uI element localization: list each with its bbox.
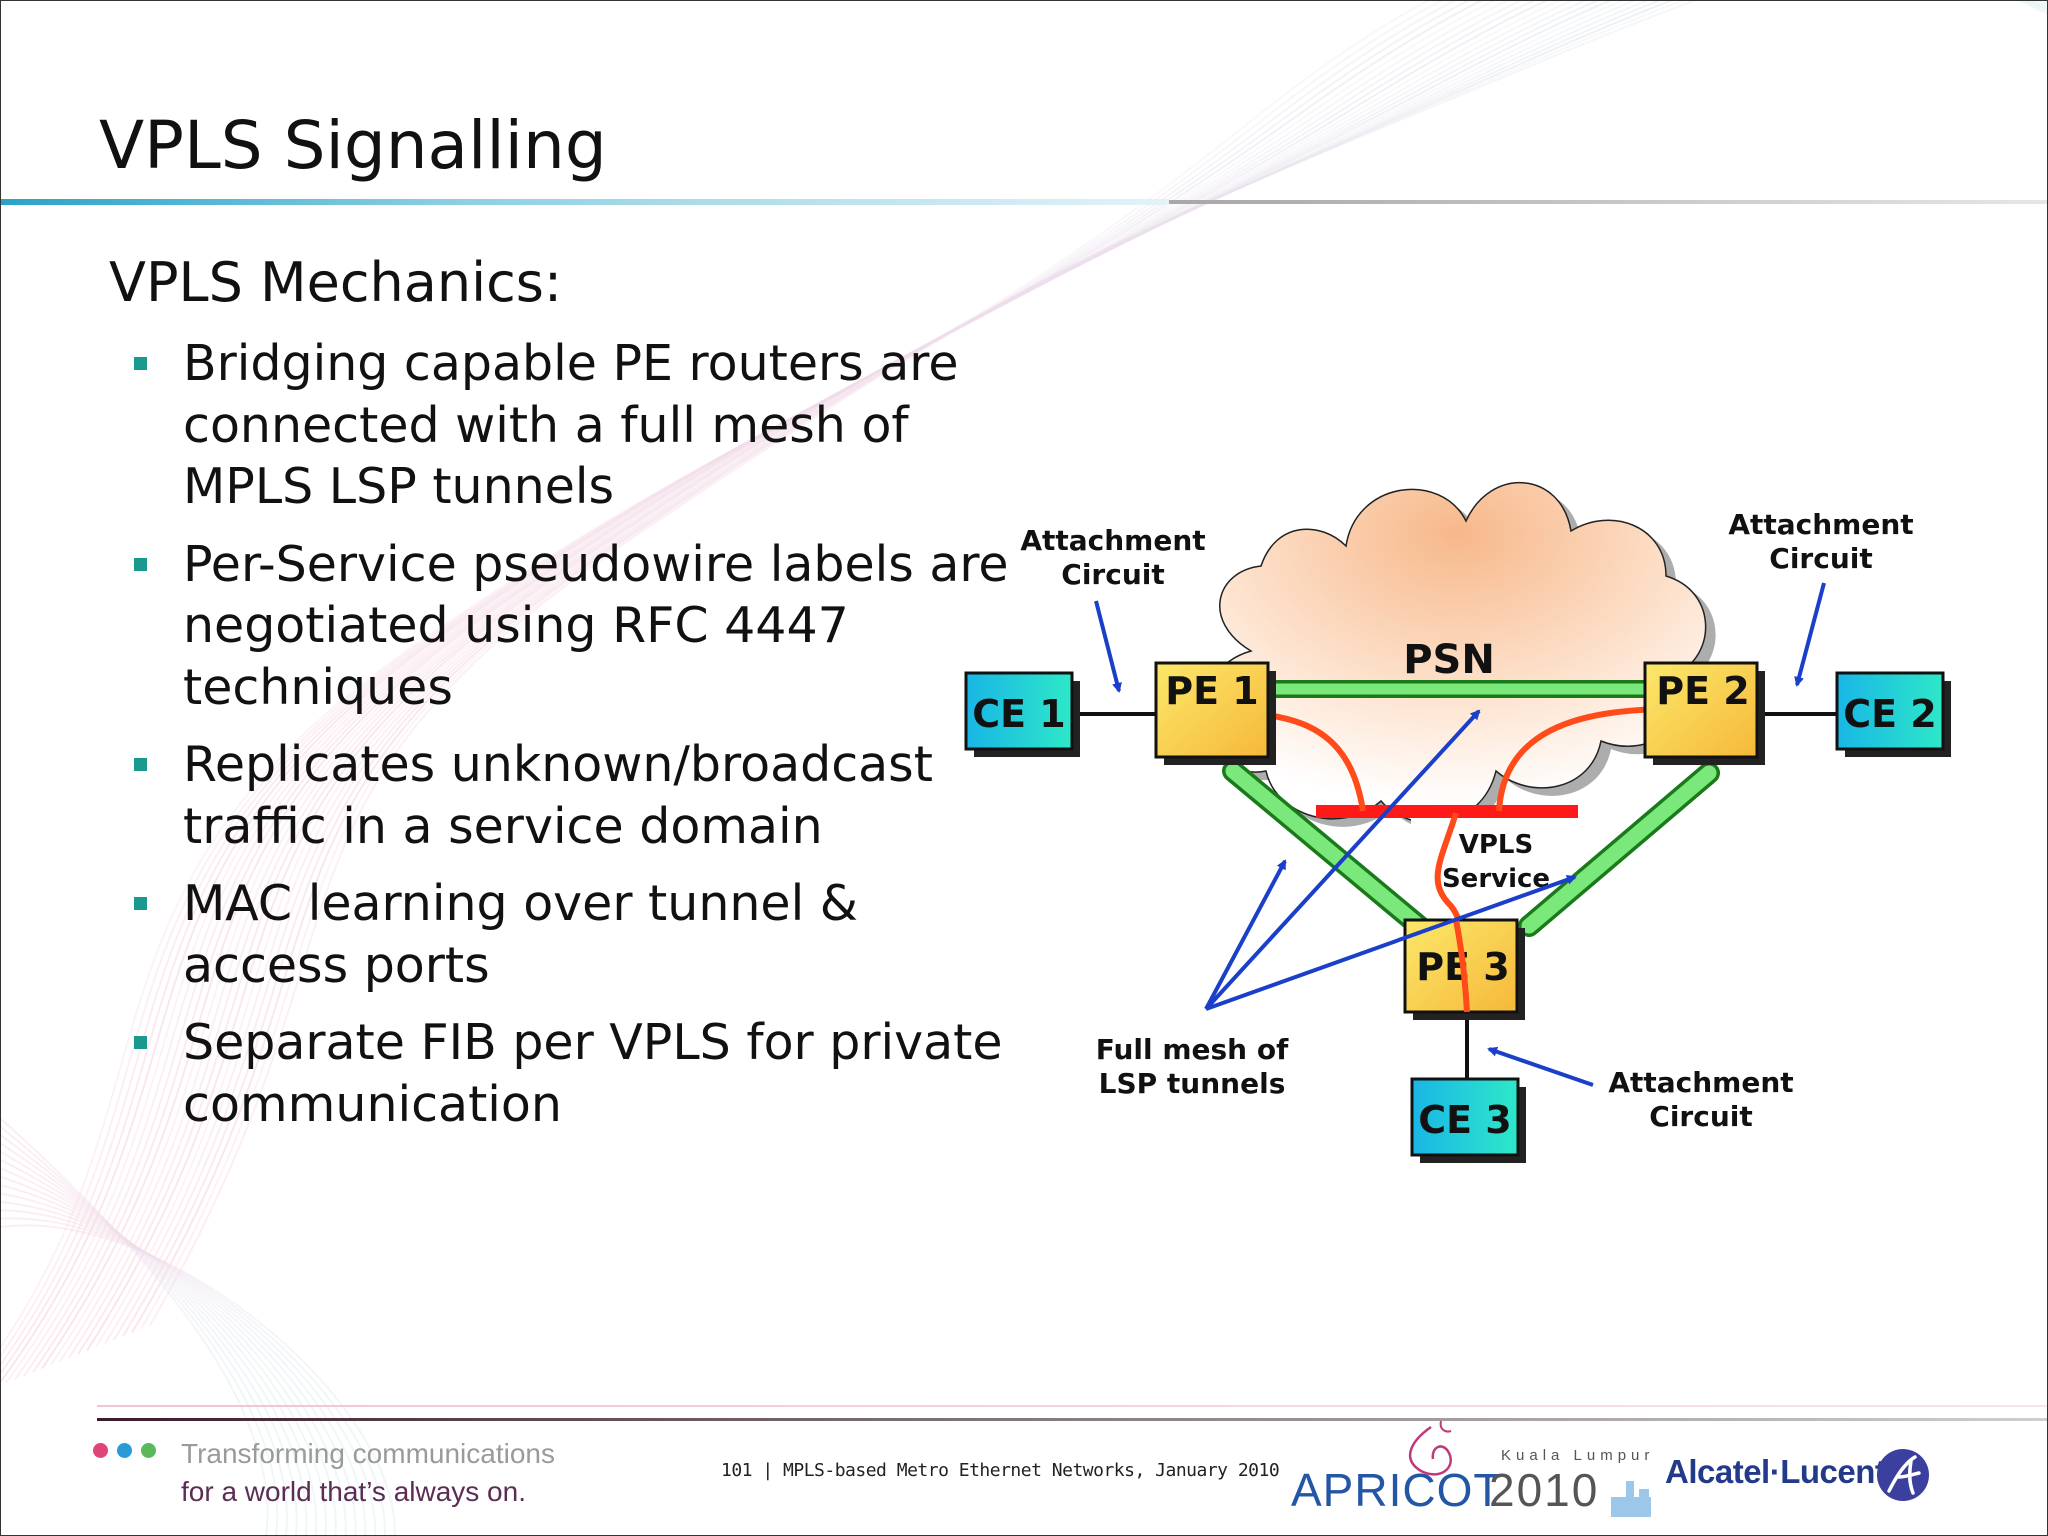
event-name: APRICOT — [1291, 1464, 1503, 1516]
arrow-mesh-left — [1204, 859, 1287, 1010]
attachment-right-label-2: Circuit — [1769, 542, 1872, 575]
pe2-node: PE 2 — [1643, 661, 1765, 765]
bullet-square-icon — [134, 758, 147, 771]
slide-title: VPLS Signalling — [99, 107, 607, 184]
pe2-label: PE 2 — [1656, 669, 1749, 713]
tagline: Transforming communications for a world … — [181, 1435, 555, 1511]
green-dot-icon — [141, 1443, 156, 1458]
event-city: Kuala Lumpur — [1501, 1447, 1655, 1464]
bullet-item: Per-Service pseudowire labels are negoti… — [131, 534, 1031, 719]
pseudowire-pe3-inner — [1453, 919, 1470, 1013]
bullet-list: Bridging capable PE routers are connecte… — [131, 333, 1031, 1151]
vpls-service-label-2: Service — [1442, 864, 1550, 894]
arrow-attachment-left — [1094, 600, 1122, 693]
company-name: Alcatel·Lucent — [1665, 1453, 1886, 1490]
ce1-node: CE 1 — [964, 671, 1080, 757]
arrow-attachment-bottom — [1487, 1046, 1594, 1087]
ce2-node: CE 2 — [1835, 671, 1951, 757]
tagline-line-1: Transforming communications — [181, 1438, 555, 1469]
arrow-mesh-right — [1205, 874, 1577, 1011]
full-mesh-label-2: LSP tunnels — [1099, 1067, 1286, 1100]
bullet-square-icon — [134, 557, 147, 571]
attachment-bottom-label-1: Attachment — [1608, 1066, 1793, 1099]
blue-dot-icon — [117, 1443, 132, 1458]
annotation-arrows — [1094, 582, 1826, 1087]
ce3-label: CE 3 — [1418, 1098, 1512, 1142]
title-underline-right — [1169, 200, 2047, 204]
footer-rule — [97, 1418, 2047, 1421]
apricot-logo: Kuala Lumpur APRICOT 2010 — [1281, 1419, 1659, 1519]
ce3-node: CE 3 — [1410, 1077, 1526, 1163]
bullet-item: Separate FIB per VPLS for private commun… — [131, 1012, 1031, 1135]
attachment-right-label-1: Attachment — [1728, 508, 1913, 541]
bullet-square-icon — [134, 357, 147, 370]
bullet-item: Replicates unknown/broadcast traffic in … — [131, 734, 1031, 857]
tagline-dots — [93, 1443, 165, 1462]
pink-dot-icon — [93, 1443, 108, 1458]
bullet-item: Bridging capable PE routers are connecte… — [131, 333, 1031, 518]
lsp-tunnel-pe2-pe3 — [1518, 762, 1720, 937]
full-mesh-label-1: Full mesh of — [1096, 1033, 1289, 1066]
attachment-left-label-2: Circuit — [1061, 558, 1164, 591]
footer-rule-pink — [97, 1405, 2047, 1407]
section-heading: VPLS Mechanics: — [109, 251, 563, 314]
pe1-node: PE 1 — [1154, 661, 1276, 765]
bullet-square-icon — [134, 897, 147, 910]
apricot-decoration — [1409, 1420, 1651, 1517]
ce2-label: CE 2 — [1843, 692, 1937, 736]
attachment-left-label-1: Attachment — [1020, 524, 1205, 557]
bullet-item: MAC learning over tunnel & access ports — [131, 873, 1031, 996]
vpls-bridge-bar — [1316, 805, 1578, 818]
psn-label: PSN — [1403, 637, 1495, 683]
tagline-line-2: for a world that’s always on. — [181, 1476, 526, 1507]
lsp-tunnel-pe1-pe3 — [1222, 760, 1430, 937]
title-underline — [1, 199, 1169, 205]
pe1-label: PE 1 — [1165, 669, 1258, 713]
alcatel-lucent-logo-icon — [1877, 1449, 1929, 1501]
attachment-bottom-label-2: Circuit — [1649, 1100, 1752, 1133]
page-footer-text: 101 | MPLS-based Metro Ethernet Networks… — [721, 1460, 1280, 1481]
event-year: 2010 — [1489, 1464, 1600, 1516]
arrow-attachment-right — [1794, 582, 1826, 687]
arrow-mesh-top — [1204, 709, 1481, 1011]
vpls-service-label-1: VPLS — [1459, 830, 1533, 860]
bullet-square-icon — [134, 1036, 147, 1049]
ce1-label: CE 1 — [972, 692, 1066, 736]
